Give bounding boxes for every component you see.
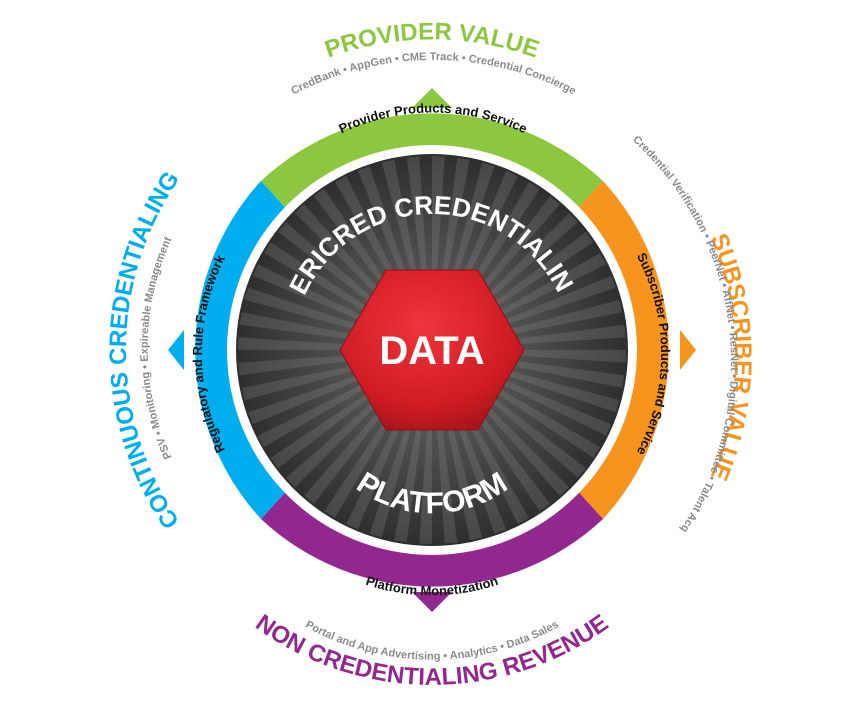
svg-text:PSV • Monitoring • Expireable: PSV • Monitoring • Expireable Management <box>139 235 175 461</box>
ring-segment-right <box>573 181 669 519</box>
ring-segment-top <box>261 113 603 214</box>
hub-label: DATA <box>379 329 484 373</box>
ring-arrow-right <box>680 330 696 370</box>
ring-arrow-bottom <box>412 592 452 612</box>
svg-text:NON CREDENTIALING REVENUE: NON CREDENTIALING REVENUE <box>251 609 613 691</box>
ring-segment-left <box>195 181 291 519</box>
non-credentialing-revenue-title: NON CREDENTIALING REVENUE <box>251 609 613 691</box>
ring-arrow-top <box>412 88 452 108</box>
ring-arrow-left <box>168 330 184 370</box>
ring-segments <box>168 88 696 612</box>
data-hexagon <box>339 269 525 431</box>
continuous-credentialing-subtitle: PSV • Monitoring • Expireable Management <box>139 235 175 461</box>
ring-segment-bottom <box>261 486 603 587</box>
